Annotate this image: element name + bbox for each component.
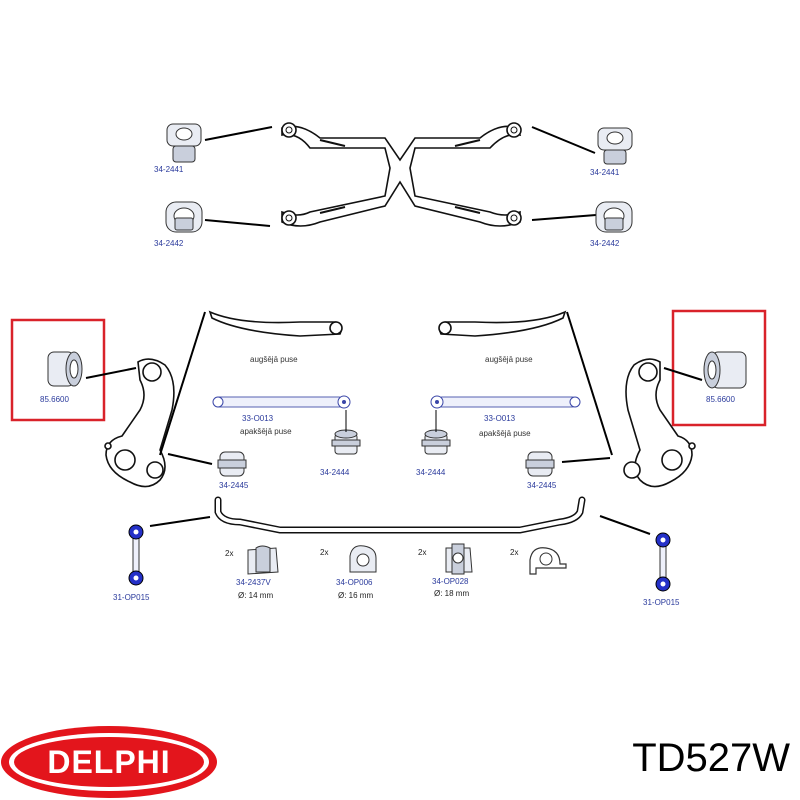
bushing-85-6600-left bbox=[47, 351, 83, 387]
part-number: 85.6600 bbox=[706, 395, 735, 404]
product-code: TD527W bbox=[632, 736, 790, 780]
upper-side-label: augšējā puse bbox=[485, 355, 533, 364]
lower-side-label: apakšējā puse bbox=[479, 429, 531, 438]
highlight-box-right bbox=[671, 309, 767, 427]
diameter-label: Ø: 18 mm bbox=[434, 589, 469, 598]
quantity-label: 2x bbox=[510, 548, 518, 557]
part-number: 31-OP015 bbox=[643, 598, 680, 607]
lower-link-left bbox=[212, 395, 351, 409]
part-number: 34-2445 bbox=[527, 481, 557, 490]
part-number: 34-2445 bbox=[219, 481, 249, 490]
part-number: 34-2441 bbox=[590, 168, 620, 177]
bushing-34-2442-left bbox=[165, 201, 203, 233]
part-number: 34-2441 bbox=[154, 165, 184, 174]
part-number: 85.6600 bbox=[40, 395, 69, 404]
part-number: 34-2442 bbox=[154, 239, 184, 248]
bushing-34-2442-right bbox=[595, 201, 633, 233]
delphi-logo-text: DELPHI bbox=[47, 744, 170, 780]
diameter-label: Ø: 16 mm bbox=[338, 591, 373, 600]
stabilizer-clamp bbox=[529, 547, 567, 575]
upper-side-label: augšējā puse bbox=[250, 355, 298, 364]
part-number: 33-O013 bbox=[484, 414, 516, 423]
stabilizer-link-right bbox=[655, 532, 671, 592]
knuckle-left bbox=[104, 358, 175, 488]
quantity-label: 2x bbox=[418, 548, 426, 557]
part-number: 31-OP015 bbox=[113, 593, 150, 602]
quantity-label: 2x bbox=[225, 549, 233, 558]
part-number: 34-OP028 bbox=[432, 577, 469, 586]
knuckle-right bbox=[623, 358, 696, 488]
part-number: 34-2444 bbox=[416, 468, 446, 477]
part-number: 33-O013 bbox=[242, 414, 274, 423]
stabilizer-bar bbox=[214, 496, 586, 534]
bushing-85-6600-right bbox=[703, 351, 747, 389]
stabilizer-link-left bbox=[128, 524, 144, 586]
lower-link-right bbox=[430, 395, 581, 409]
delphi-logo: DELPHI bbox=[1, 726, 217, 798]
rear-subframe bbox=[281, 122, 522, 227]
stabilizer-bushing-14mm bbox=[247, 545, 279, 575]
lower-side-label: apakšējā puse bbox=[240, 427, 292, 436]
quantity-label: 2x bbox=[320, 548, 328, 557]
bushing-34-2445-left bbox=[217, 451, 247, 477]
diameter-label: Ø: 14 mm bbox=[238, 591, 273, 600]
upper-arm-left bbox=[208, 310, 343, 337]
bushing-34-2441-right bbox=[597, 127, 633, 165]
highlight-box-left bbox=[10, 318, 106, 422]
bushing-34-2444-right bbox=[421, 429, 451, 455]
bushing-34-2441-left bbox=[166, 123, 202, 163]
stabilizer-bushing-16mm bbox=[349, 545, 377, 573]
part-number: 34-2442 bbox=[590, 239, 620, 248]
part-number: 34-2437V bbox=[236, 578, 271, 587]
bushing-34-2445-right bbox=[525, 451, 555, 477]
stabilizer-bushing-18mm bbox=[445, 543, 473, 575]
upper-arm-right bbox=[438, 310, 567, 337]
bushing-34-2444-left bbox=[331, 429, 361, 455]
part-number: 34-2444 bbox=[320, 468, 350, 477]
part-number: 34-OP006 bbox=[336, 578, 373, 587]
